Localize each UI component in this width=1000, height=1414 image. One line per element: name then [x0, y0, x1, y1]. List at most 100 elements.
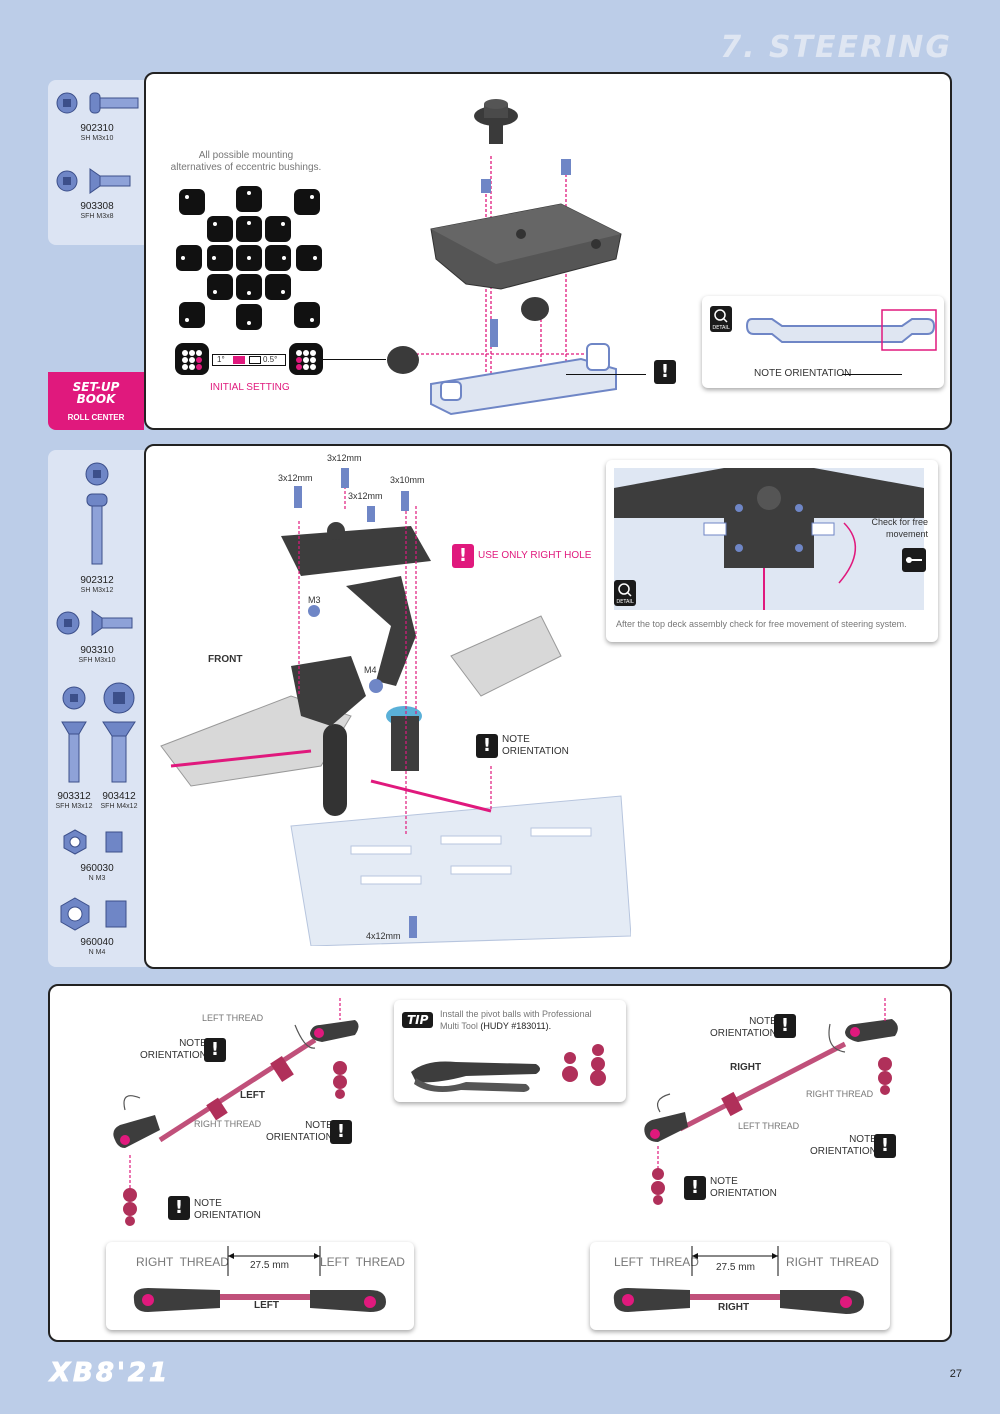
- scale-right-value: 0.5°: [263, 355, 278, 364]
- left-link-rod-drawing: [133, 1288, 386, 1312]
- left-steering-link-drawing: [113, 998, 359, 1226]
- box-thread-right-label: LEFT THREAD: [320, 1255, 405, 1269]
- screw-sfh-vertical-icon: [61, 686, 87, 783]
- scale-bar: 1° 0.5°: [212, 354, 286, 366]
- setup-book-subtitle: ROLL CENTER: [67, 413, 125, 422]
- arrow-line: [842, 374, 902, 375]
- screw-sfh-icon: [56, 168, 131, 194]
- bushing-detail-icon: [175, 343, 209, 375]
- part-number: 903308: [80, 201, 114, 212]
- multi-tool-icon: [411, 1061, 540, 1092]
- arrow-line: [566, 374, 646, 375]
- part-903412: 903412 SFH M4x12: [96, 680, 142, 811]
- part-number: 902312: [80, 575, 114, 586]
- bushing-icon: [207, 216, 233, 242]
- left-thread-label: LEFT THREAD: [738, 1121, 800, 1131]
- bushing-icon: [294, 302, 320, 328]
- measure-dimension-line: [691, 1246, 779, 1276]
- top-deck-detail-drawing: [614, 468, 924, 610]
- bushing-icon: [179, 302, 205, 328]
- note-exclamation: !: [654, 360, 676, 384]
- part-number: 902310: [80, 123, 114, 134]
- svg-text:DETAIL: DETAIL: [616, 599, 634, 605]
- panel-step-2: 3x12mm 3x12mm 3x10mm 3x12mm M3 M4 FRONT …: [144, 444, 952, 969]
- screw-label: 3x12mm: [348, 491, 383, 501]
- front-label: FRONT: [208, 654, 243, 665]
- part-number: 960040: [80, 937, 114, 948]
- right-link-label: RIGHT: [730, 1062, 762, 1073]
- left-rod-label: LEFT: [254, 1300, 279, 1311]
- bushing-icon: [296, 245, 322, 271]
- screw-sfh-icon: [56, 610, 133, 636]
- bushing-icon: [236, 245, 262, 271]
- bushing-icon: [236, 216, 262, 242]
- part-number: 960030: [80, 863, 114, 874]
- screw-label: 3x12mm: [278, 473, 313, 483]
- use-right-hole-exclamation: !: [452, 544, 474, 568]
- bushing-icon: [236, 274, 262, 300]
- initial-setting-label: INITIAL SETTING: [210, 382, 290, 393]
- part-desc: SFH M4x12: [100, 803, 138, 810]
- section-title: 7. STEERING: [720, 30, 952, 65]
- part-960030: 960030 N M3: [52, 826, 142, 883]
- screw-label: 3x12mm: [327, 453, 362, 463]
- part-903308: 903308 SFH M3x8: [52, 166, 142, 221]
- nut-m3-icon: [63, 829, 123, 855]
- tip-text: Install the pivot balls with Professiona…: [440, 1009, 592, 1031]
- nut-m4-icon: [60, 897, 127, 931]
- page-number: 27: [949, 1368, 962, 1380]
- bushing-detail-icon: [289, 343, 323, 375]
- box-thread-right-label: RIGHT THREAD: [786, 1255, 879, 1269]
- bushing-icon: [265, 274, 291, 300]
- measure-dimension-line: [227, 1246, 321, 1276]
- part-desc: SH M3x10: [80, 135, 114, 142]
- arrow-line: [316, 359, 386, 360]
- m4-label: M4: [364, 665, 377, 675]
- eccentric-scale: 1° 0.5°: [174, 342, 324, 376]
- right-link-measure-box: LEFT THREAD RIGHT THREAD 27.5 mm RIGHT: [590, 1242, 890, 1330]
- part-903310: 903310 SFH M3x10: [52, 606, 142, 665]
- screw-label: 3x10mm: [390, 475, 425, 485]
- part-desc: SFH M3x10: [78, 657, 116, 664]
- screw-sfh-vertical-icon: [102, 682, 136, 783]
- part-desc: SFH M3x8: [80, 213, 114, 220]
- bottom-screw-label: 4x12mm: [366, 931, 401, 941]
- note-exclamation: !: [204, 1038, 226, 1062]
- note-orientation-label: NOTE ORIENTATION: [754, 368, 852, 379]
- m3-label: M3: [308, 595, 321, 605]
- screw-sh-vertical-icon: [85, 462, 109, 565]
- note-exclamation: !: [330, 1120, 352, 1144]
- part-960040: 960040 N M4: [52, 896, 142, 957]
- bushing-grid: [176, 186, 326, 331]
- part-desc: SH M3x12: [80, 587, 114, 594]
- left-link-measure-box: RIGHT THREAD LEFT THREAD 27.5 mm LEFT: [106, 1242, 414, 1330]
- left-link-label: LEFT: [240, 1090, 265, 1101]
- part-903312: 903312 SFH M3x12: [52, 680, 96, 811]
- note-exclamation: !: [168, 1196, 190, 1220]
- detail-icon: DETAIL: [614, 580, 636, 606]
- bushing-icon: [179, 189, 205, 215]
- note-exclamation: !: [874, 1134, 896, 1158]
- tip-badge: TIP: [402, 1012, 434, 1028]
- bushing-icon: [236, 304, 262, 330]
- scale-pink-box: [233, 356, 245, 364]
- svg-text:DETAIL: DETAIL: [712, 325, 730, 331]
- part-number: 903412: [102, 791, 136, 802]
- tip-callout: TIP Install the pivot balls with Profess…: [394, 1000, 626, 1102]
- right-thread-label: RIGHT THREAD: [806, 1089, 874, 1099]
- part-desc: N M3: [88, 875, 106, 882]
- right-link-rod-drawing: [613, 1288, 864, 1314]
- bar-detail-drawing: [745, 309, 937, 351]
- pivot-balls-icon: [562, 1044, 606, 1086]
- hex-wrench-icon: [902, 548, 926, 572]
- note-exclamation: !: [774, 1014, 796, 1038]
